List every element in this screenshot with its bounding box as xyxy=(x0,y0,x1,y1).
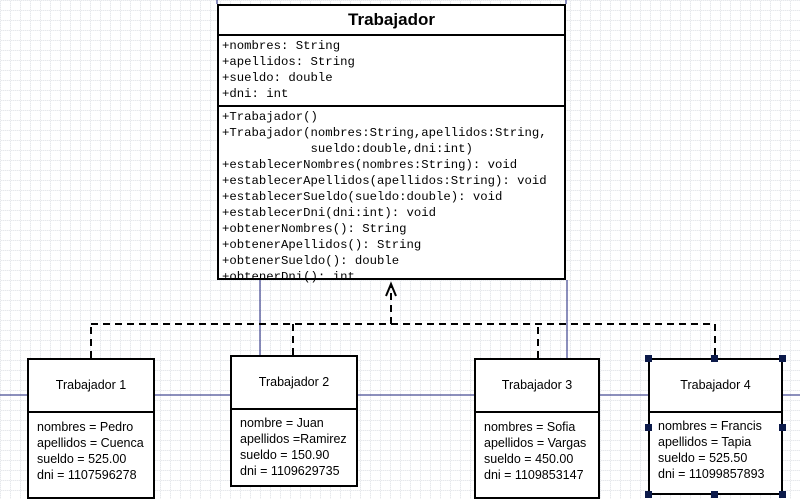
guide-lines xyxy=(0,0,800,396)
attribute-line: +nombres: String xyxy=(222,39,341,53)
object-trabajador-2[interactable]: Trabajador 2 nombre = Juan apellidos =Ra… xyxy=(230,355,358,487)
object-fields: nombres = Francis apellidos = Tapia suel… xyxy=(650,413,781,482)
resize-handle-top-right[interactable] xyxy=(779,355,786,362)
resize-handle-top[interactable] xyxy=(711,355,718,362)
dependency-connectors[interactable] xyxy=(90,284,716,358)
method-line: +obtenerApellidos(): String xyxy=(222,238,422,252)
method-line: +Trabajador() xyxy=(222,110,318,124)
object-title: Trabajador 1 xyxy=(29,360,153,413)
attribute-line: +dni: int xyxy=(222,87,289,101)
method-line: +establecerNombres(nombres:String): void xyxy=(222,158,518,172)
object-title: Trabajador 2 xyxy=(232,357,356,410)
object-fields: nombres = Pedro apellidos = Cuenca sueld… xyxy=(29,413,153,483)
object-field: nombres = Francis xyxy=(658,419,762,433)
object-field: sueldo = 525.50 xyxy=(658,451,748,465)
object-field: sueldo = 450.00 xyxy=(484,452,574,466)
class-name: Trabajador xyxy=(219,6,564,36)
object-field: nombres = Pedro xyxy=(37,420,134,434)
object-field: apellidos = Vargas xyxy=(484,436,587,450)
object-fields: nombre = Juan apellidos =Ramirez sueldo … xyxy=(232,410,356,479)
method-line: +obtenerSueldo(): double xyxy=(222,254,400,268)
object-field: apellidos =Ramirez xyxy=(240,432,347,446)
arrowhead-icon xyxy=(385,281,397,297)
object-field: apellidos = Cuenca xyxy=(37,436,144,450)
object-trabajador-1[interactable]: Trabajador 1 nombres = Pedro apellidos =… xyxy=(27,358,155,499)
attribute-line: +sueldo: double xyxy=(222,71,333,85)
resize-handle-right[interactable] xyxy=(779,424,786,431)
resize-handle-bottom-right[interactable] xyxy=(779,491,786,498)
object-field: apellidos = Tapia xyxy=(658,435,752,449)
resize-handle-left[interactable] xyxy=(645,424,652,431)
method-line: +establecerDni(dni:int): void xyxy=(222,206,437,220)
object-field: sueldo = 150.90 xyxy=(240,448,330,462)
object-field: sueldo = 525.00 xyxy=(37,452,127,466)
object-field: dni = 11099857893 xyxy=(658,467,765,481)
object-title: Trabajador 3 xyxy=(476,360,598,413)
object-field: nombres = Sofia xyxy=(484,420,576,434)
method-line: +Trabajador(nombres:String,apellidos:Str… xyxy=(222,126,547,140)
resize-handle-bottom-left[interactable] xyxy=(645,491,652,498)
object-field: dni = 1107596278 xyxy=(37,468,137,482)
object-field: dni = 1109629735 xyxy=(240,464,340,478)
method-line: +obtenerDni(): int xyxy=(222,270,355,284)
object-field: nombre = Juan xyxy=(240,416,324,430)
resize-handle-top-left[interactable] xyxy=(645,355,652,362)
method-line: +establecerSueldo(sueldo:double): void xyxy=(222,190,503,204)
object-fields: nombres = Sofia apellidos = Vargas sueld… xyxy=(476,413,598,483)
resize-handle-bottom[interactable] xyxy=(711,491,718,498)
method-line: sueldo:double,dni:int) xyxy=(222,142,473,156)
attribute-line: +apellidos: String xyxy=(222,55,355,69)
object-title: Trabajador 4 xyxy=(650,360,781,413)
class-methods: +Trabajador() +Trabajador(nombres:String… xyxy=(219,107,564,285)
class-attributes: +nombres: String +apellidos: String +sue… xyxy=(219,36,564,107)
class-trabajador[interactable]: Trabajador +nombres: String +apellidos: … xyxy=(217,4,566,284)
method-line: +establecerApellidos(apellidos:String): … xyxy=(222,174,547,188)
object-trabajador-3[interactable]: Trabajador 3 nombres = Sofia apellidos =… xyxy=(474,358,600,499)
object-trabajador-4[interactable]: Trabajador 4 nombres = Francis apellidos… xyxy=(648,358,783,495)
method-line: +obtenerNombres(): String xyxy=(222,222,407,236)
object-field: dni = 1109853147 xyxy=(484,468,584,482)
